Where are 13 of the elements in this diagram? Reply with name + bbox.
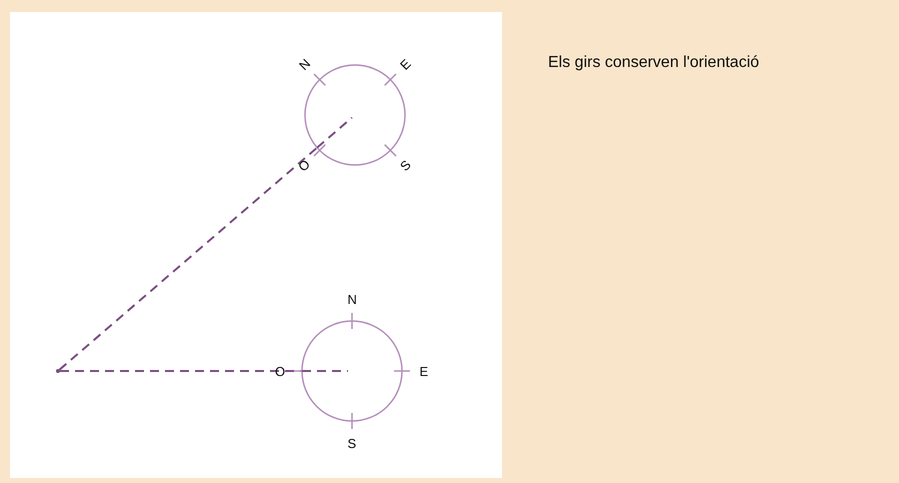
direction-label: S [398, 158, 414, 174]
compass-circle [294, 313, 410, 429]
direction-label: S [348, 436, 356, 450]
title: Els girs conserven l'orientació [548, 54, 760, 72]
dashed-line [60, 370, 302, 372]
direction-label: N [296, 56, 312, 72]
direction-label: E [398, 56, 414, 72]
direction-label: N [348, 292, 357, 306]
rotation-centre-point [56, 369, 60, 373]
dashed-line [58, 146, 318, 370]
direction-label: O [275, 364, 286, 378]
direction-label: O [296, 158, 312, 174]
direction-label: E [420, 364, 428, 378]
